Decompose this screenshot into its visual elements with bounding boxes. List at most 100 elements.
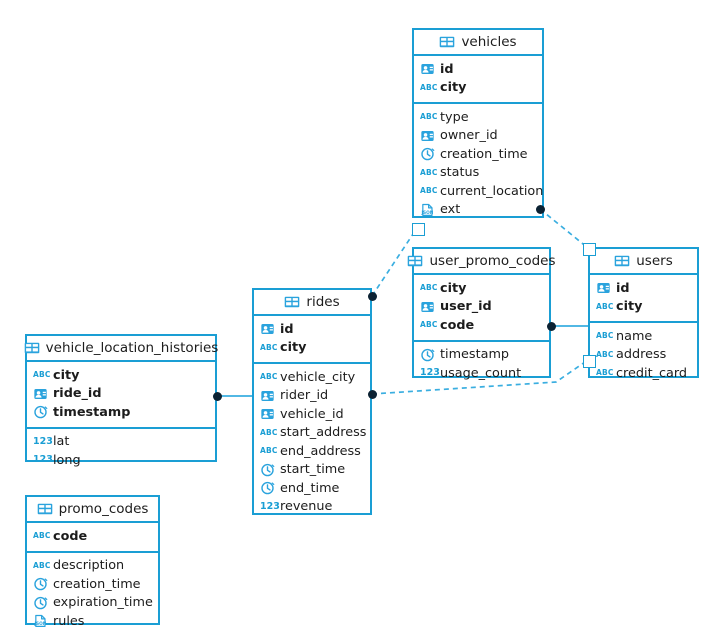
abc-text-icon: ABC: [420, 112, 438, 122]
column-row[interactable]: JSON ext: [414, 201, 542, 220]
table-grid-icon: [24, 342, 39, 354]
clock-icon: [261, 482, 275, 495]
abc-text-icon: ABC: [420, 186, 438, 196]
table-grid-icon: [614, 255, 630, 267]
table-grid-icon: [408, 255, 423, 267]
id-badge-icon: [421, 130, 434, 141]
column-name: city: [616, 299, 643, 315]
column-name: owner_id: [440, 128, 498, 144]
column-name: code: [440, 317, 475, 333]
primary-key-row[interactable]: ride_id: [27, 385, 215, 404]
column-row[interactable]: creation_time: [414, 145, 542, 164]
column-name: rules: [53, 613, 85, 629]
id-badge-icon: [261, 324, 274, 335]
column-name: revenue: [280, 499, 333, 515]
123-number-icon: 123: [260, 500, 280, 512]
table-header-promo_codes[interactable]: promo_codes: [27, 497, 158, 523]
table-name: user_promo_codes: [429, 253, 556, 269]
column-name: timestamp: [53, 404, 131, 420]
clock-icon: [34, 406, 48, 419]
column-row[interactable]: vehicle_id: [254, 405, 370, 424]
table-header-users[interactable]: users: [590, 249, 697, 275]
table-header-rides[interactable]: rides: [254, 290, 370, 316]
table-header-vehicle_location_histories[interactable]: vehicle_location_histories: [24, 336, 218, 362]
primary-key-row[interactable]: id: [254, 320, 370, 339]
connector-square-vehicles-to-users-end: [582, 242, 596, 256]
abc-text-icon: ABC: [596, 301, 614, 311]
column-name: end_address: [280, 443, 361, 459]
abc-text-icon: ABC: [260, 446, 278, 456]
primary-key-row[interactable]: id: [590, 279, 697, 298]
json-icon: JSON: [420, 203, 434, 216]
abc-text-icon: ABC: [260, 372, 278, 382]
column-row[interactable]: start_time: [254, 461, 370, 480]
clock-icon: [421, 348, 435, 362]
abc-text-icon: ABC: [596, 368, 614, 378]
abc-text-icon: ABC: [260, 342, 278, 352]
abc-text-icon: ABC: [33, 370, 51, 380]
column-row[interactable]: timestamp: [414, 346, 549, 365]
table-name: vehicles: [461, 34, 517, 50]
column-row[interactable]: end_time: [254, 479, 370, 498]
primary-key-row[interactable]: timestamp: [27, 403, 215, 422]
column-name: start_time: [280, 462, 346, 478]
id-badge-icon: [421, 301, 434, 312]
column-name: city: [280, 340, 307, 356]
primary-key-row[interactable]: user_id: [414, 298, 549, 317]
primary-key-row[interactable]: id: [414, 60, 542, 79]
column-row[interactable]: creation_time: [27, 575, 158, 594]
column-name: code: [53, 528, 88, 544]
column-row[interactable]: rider_id: [254, 387, 370, 406]
123-number-icon: 123: [33, 435, 53, 447]
column-name: vehicle_city: [280, 369, 356, 385]
column-row[interactable]: owner_id: [414, 127, 542, 146]
abc-text-icon: ABC: [420, 82, 438, 92]
column-name: city: [53, 367, 80, 383]
connector-square-rides-to-users-end: [582, 354, 596, 368]
connector-vehicles-to-users: [539, 208, 589, 249]
column-name: start_address: [280, 425, 367, 441]
table-header-user_promo_codes[interactable]: user_promo_codes: [408, 249, 556, 275]
column-name: status: [440, 165, 480, 181]
table-header-vehicles[interactable]: vehicles: [414, 30, 542, 56]
id-badge-icon: [261, 409, 274, 420]
connector-dot-rides-to-users-start: [367, 389, 377, 399]
column-name: creation_time: [440, 146, 528, 162]
connector-dot-rides-to-vehicles-start: [367, 291, 377, 301]
column-row[interactable]: expiration_time: [27, 594, 158, 613]
column-name: ext: [440, 202, 461, 218]
column-name: long: [53, 452, 81, 468]
column-name: timestamp: [440, 347, 510, 363]
